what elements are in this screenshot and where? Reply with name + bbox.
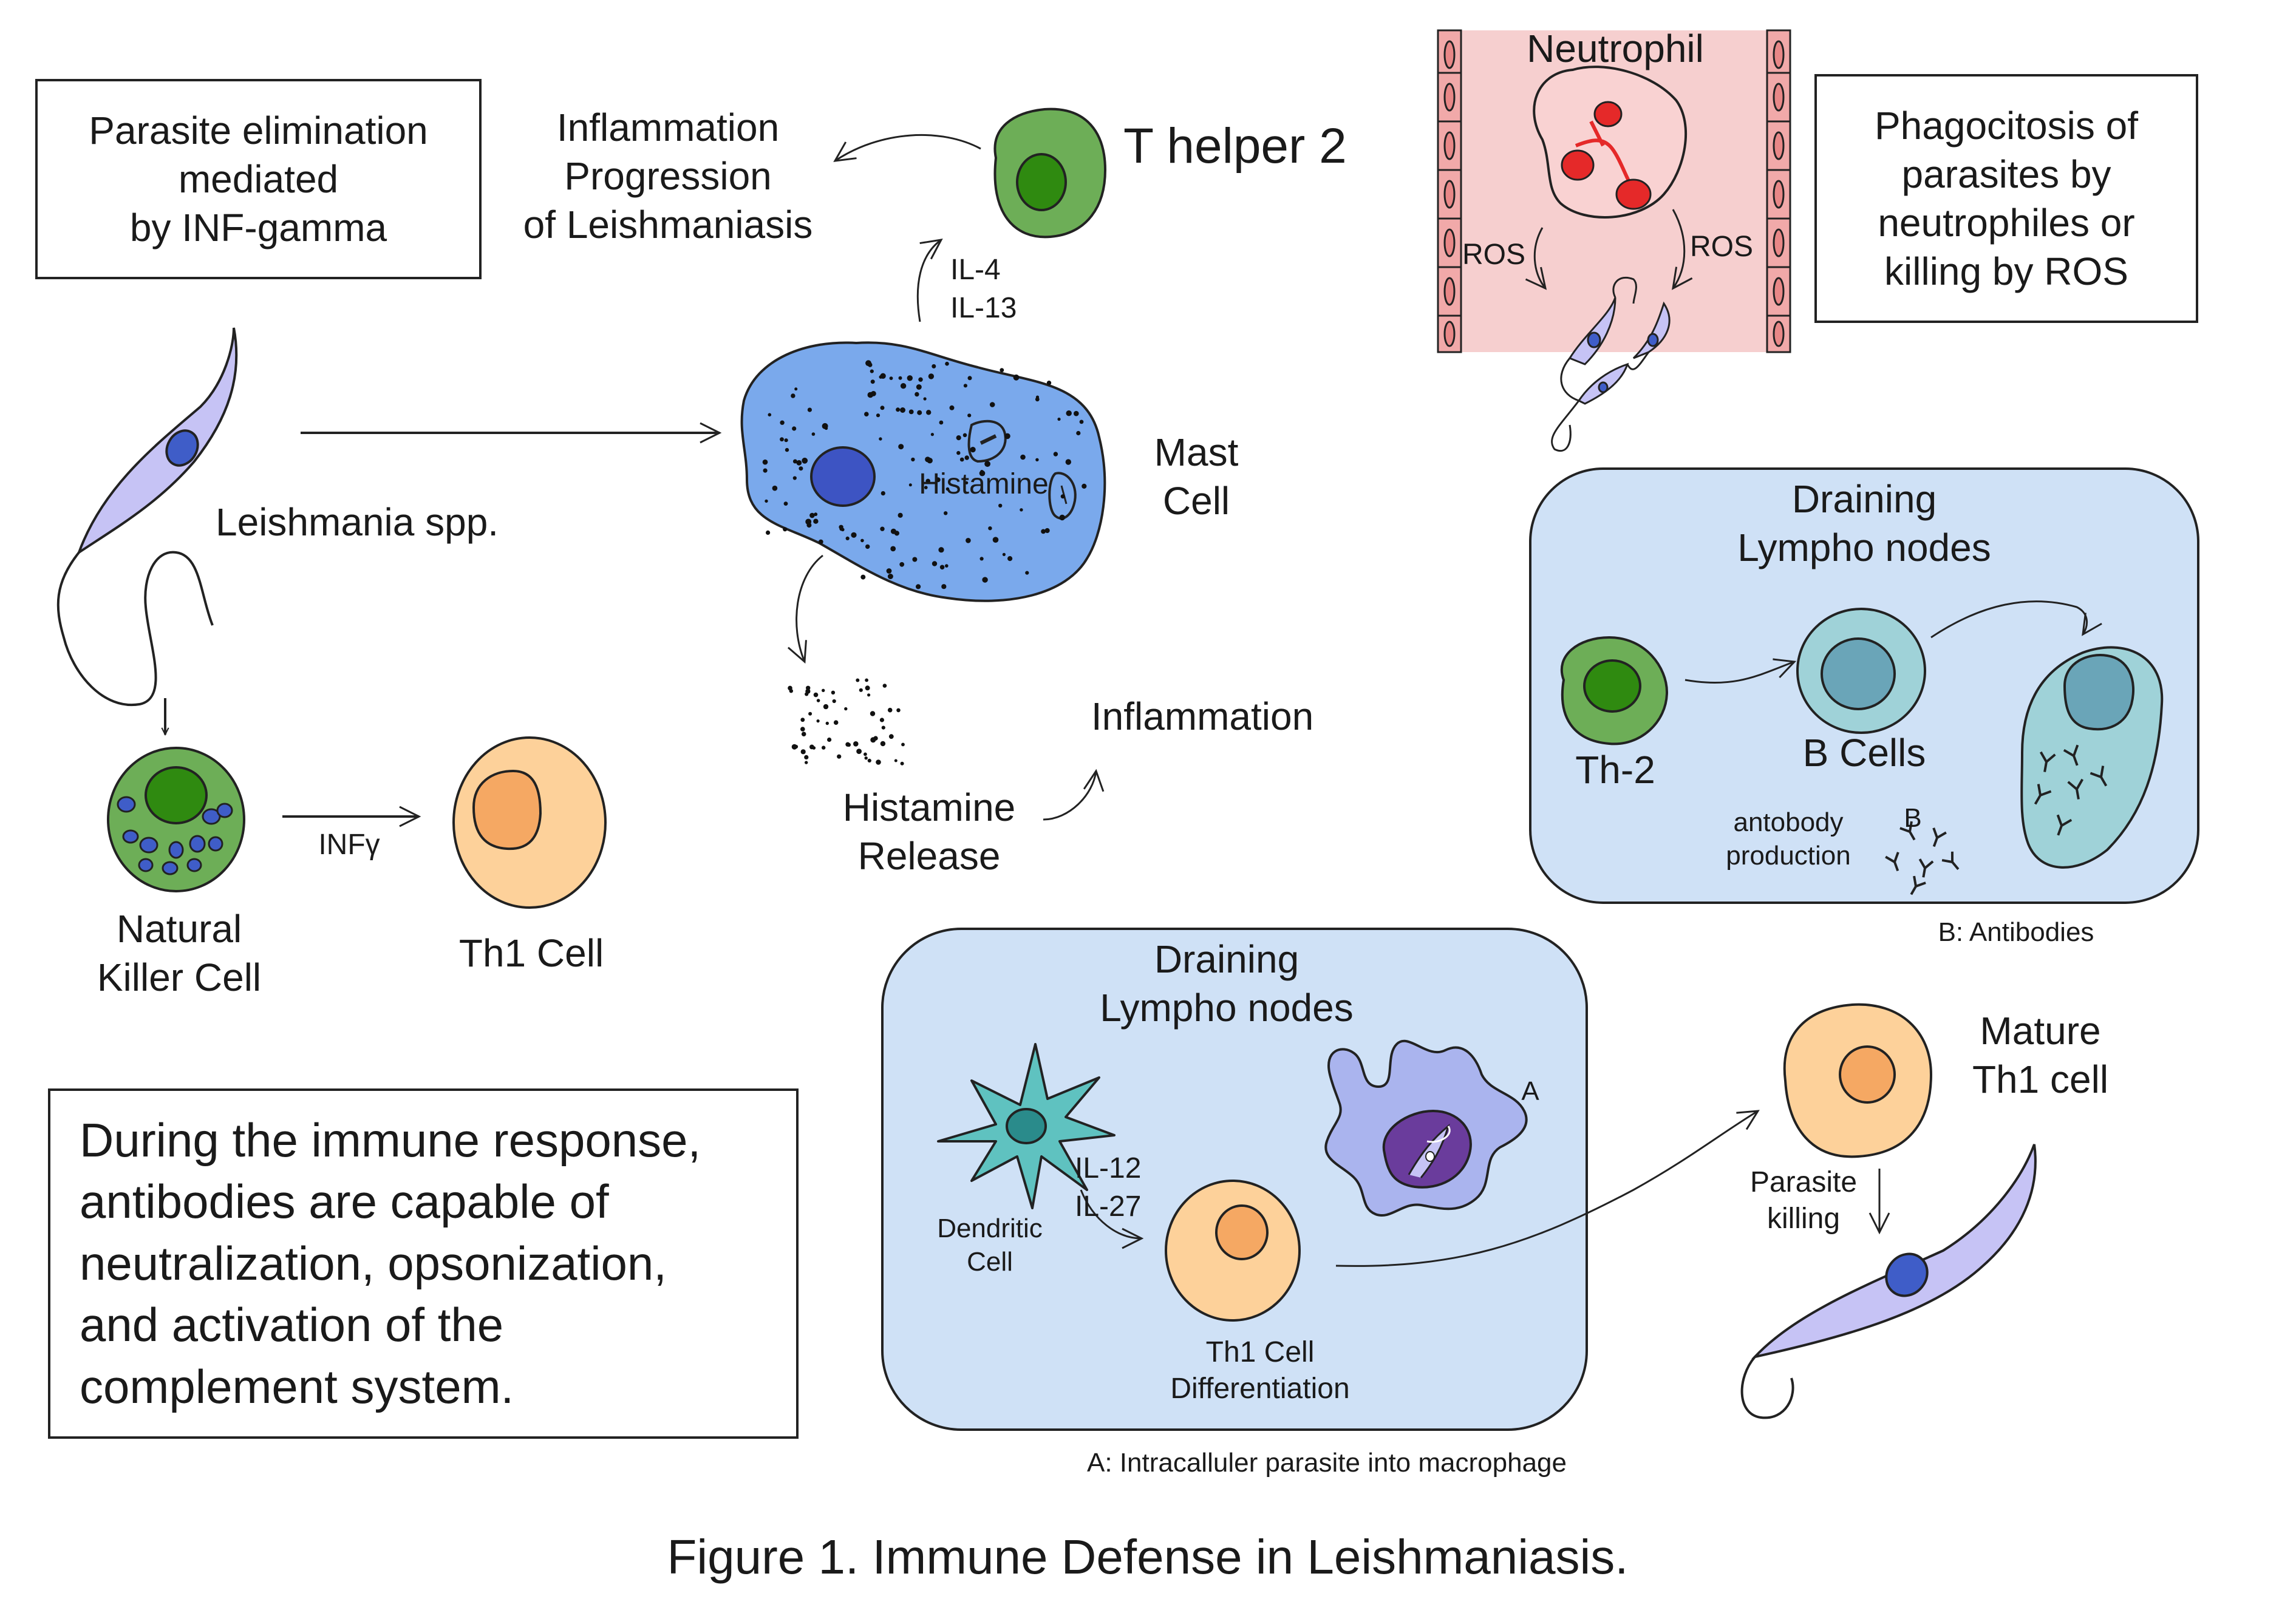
il13-label: IL-13 <box>950 292 1017 324</box>
th1-cell-icon <box>452 736 607 909</box>
phagocytosis-box: Phagocitosis of parasites by neutrophile… <box>1814 74 2198 323</box>
histamine-label: Histamine <box>919 468 1049 500</box>
parasite-elimination-box: Parasite elimination mediated by INF-gam… <box>35 79 482 279</box>
il4-label: IL-4 <box>950 254 1001 286</box>
parasite-cluster-icon <box>1551 276 1671 452</box>
draining-bottom-label: Draining Lympho nodes <box>1100 937 1354 1030</box>
b-antibodies-label: B: Antibodies <box>1938 917 2094 947</box>
histamine-dots <box>788 678 905 766</box>
mature-th1-label: Mature Th1 cell <box>1972 1009 2109 1101</box>
th1-cell-label: Th1 Cell <box>458 931 604 975</box>
blood-vessel-icon <box>1437 29 1791 353</box>
infg-label: INFγ <box>318 829 380 861</box>
phagocytosis-text: Phagocitosis of parasites by neutrophile… <box>1874 104 2139 293</box>
immune-response-box: During the immune response, antibodies a… <box>48 1088 799 1439</box>
ros-left-label: ROS <box>1462 239 1525 271</box>
figure-caption: Figure 1. Immune Defense in Leishmaniasi… <box>667 1530 1629 1584</box>
leishmania-parasite-icon <box>56 327 238 707</box>
th1-differentiation-label: Th1 Cell Differentiation <box>1170 1336 1350 1405</box>
mast-cell-icon <box>740 341 1106 602</box>
mature-th1-cell-icon <box>1783 1003 1933 1158</box>
macrophage-icon <box>1324 1039 1528 1217</box>
leishmania-parasite-bottom-icon <box>1740 1144 2037 1419</box>
antibody-production-label: antobody production <box>1726 807 1851 871</box>
dendritic-cell-label: Dendritic Cell <box>937 1214 1043 1277</box>
parasite-killing-label: Parasite killing <box>1749 1166 1858 1235</box>
b-cells-label: B Cells <box>1802 731 1926 775</box>
il12-label: IL-12 <box>1075 1152 1142 1184</box>
antibody-icon <box>2034 744 2108 836</box>
t-helper-2-cell-icon <box>993 107 1107 239</box>
draining-top-label: Draining Lympho nodes <box>1737 477 1991 569</box>
a-intracellular-label: A: Intracalluler parasite into macrophag… <box>1087 1448 1567 1478</box>
neutrophil-icon <box>1533 66 1688 219</box>
t-helper-2-label: T helper 2 <box>1123 118 1347 174</box>
neutrophil-label: Neutrophil <box>1527 27 1704 70</box>
th2-lymph-cell-icon <box>1560 636 1669 745</box>
il27-label: IL-27 <box>1075 1190 1142 1223</box>
ros-right-label: ROS <box>1689 231 1753 263</box>
th2-label: Th-2 <box>1575 748 1655 792</box>
parasite-elimination-text: Parasite elimination mediated by INF-gam… <box>89 109 428 250</box>
inflammation-label: Inflammation <box>1091 694 1314 738</box>
b-marker-label: B <box>1904 803 1922 833</box>
dendritic-cell-icon <box>937 1043 1116 1209</box>
leishmania-label: Leishmania spp. <box>216 500 499 544</box>
histamine-release-label: Histamine Release <box>842 786 1016 878</box>
immune-response-text: During the immune response, antibodies a… <box>80 1113 701 1413</box>
mast-cell-label: Mast Cell <box>1154 430 1239 523</box>
th1-differentiating-cell-icon <box>1165 1180 1301 1322</box>
mast-granules <box>762 360 1087 589</box>
antibody-icon <box>1885 821 1960 895</box>
plasma-cell-icon <box>2020 646 2164 869</box>
inflammation-progression-label: Inflammation Progression of Leishmaniasi… <box>523 106 813 246</box>
a-marker-label: A <box>1521 1076 1539 1106</box>
natural-killer-label: Natural Killer Cell <box>97 907 262 999</box>
natural-killer-cell-icon <box>107 747 245 892</box>
b-cell-icon <box>1796 608 1926 734</box>
